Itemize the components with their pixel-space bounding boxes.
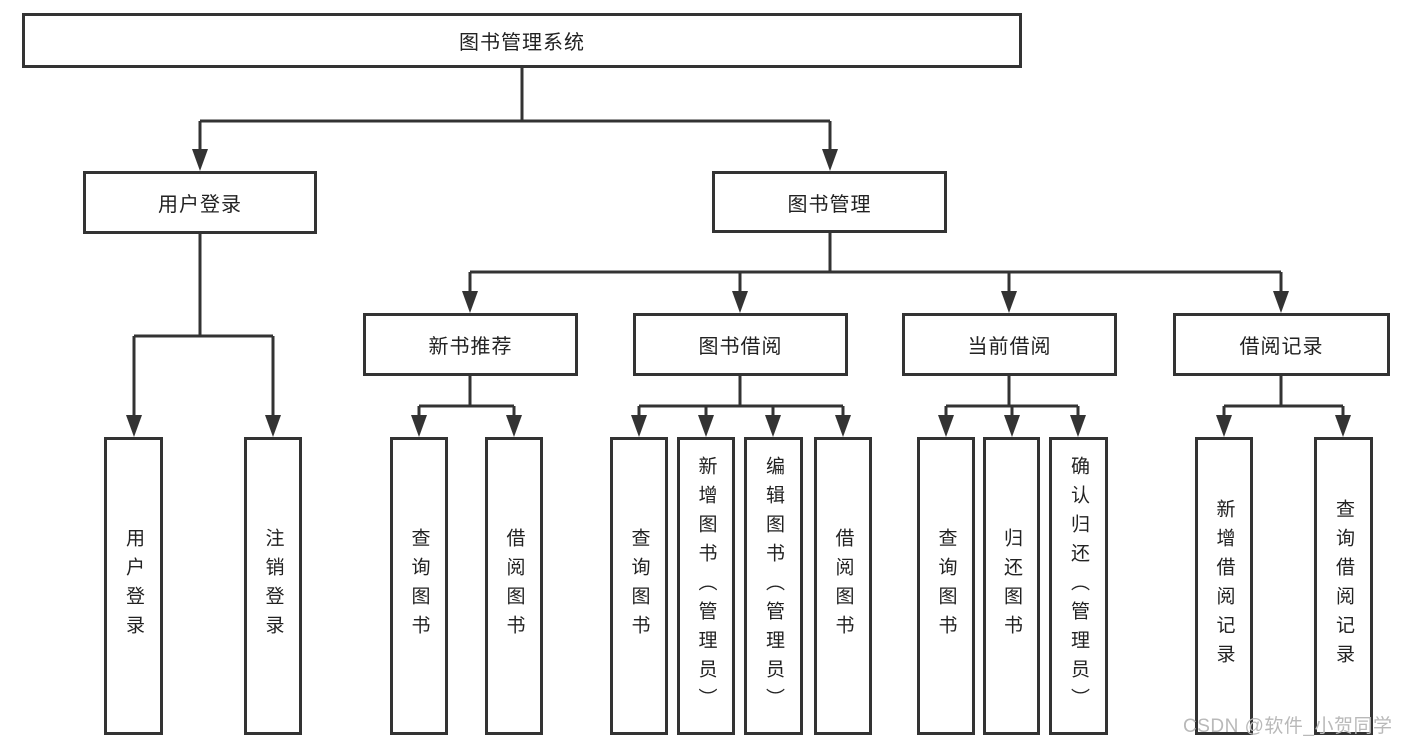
leaf-user-login: 用户登录 [104, 437, 163, 735]
node-book-management: 图书管理 [712, 171, 947, 233]
leaf-query-book-borrow: 查询图书 [610, 437, 668, 735]
node-borrow-record-label: 借阅记录 [1239, 336, 1324, 358]
csdn-watermark: CSDN @软件_小贺同学 [1183, 716, 1393, 737]
node-borrow-record: 借阅记录 [1173, 313, 1390, 376]
node-book-borrow: 图书借阅 [633, 313, 848, 376]
leaf-add-borrow-record: 新增借阅记录 [1195, 437, 1253, 735]
leaf-query-borrow-record-label: 查询借阅记录 [1333, 499, 1354, 673]
node-current-borrow: 当前借阅 [902, 313, 1117, 376]
leaf-query-book-current: 查询图书 [917, 437, 975, 735]
leaf-query-book-recommend: 查询图书 [390, 437, 448, 735]
leaf-confirm-return-admin-label: 确认归还（管理员） [1068, 455, 1089, 717]
node-root-label: 图书管理系统 [459, 32, 585, 54]
node-new-book-recommend-label: 新书推荐 [428, 336, 513, 358]
node-current-borrow-label: 当前借阅 [967, 336, 1052, 358]
leaf-return-book-label: 归还图书 [1001, 528, 1022, 644]
leaf-logout: 注销登录 [244, 437, 302, 735]
leaf-confirm-return-admin: 确认归还（管理员） [1049, 437, 1108, 735]
node-new-book-recommend: 新书推荐 [363, 313, 578, 376]
leaf-query-book-borrow-label: 查询图书 [628, 528, 650, 644]
node-user-login-label: 用户登录 [158, 194, 242, 216]
leaf-borrow-book-label: 借阅图书 [832, 528, 854, 644]
leaf-edit-book-admin: 编辑图书（管理员） [744, 437, 803, 735]
leaf-query-borrow-record: 查询借阅记录 [1314, 437, 1373, 735]
leaf-add-book-admin: 新增图书（管理员） [677, 437, 735, 735]
leaf-borrow-book: 借阅图书 [814, 437, 872, 735]
leaf-query-book-current-label: 查询图书 [935, 528, 957, 644]
leaf-edit-book-admin-label: 编辑图书（管理员） [763, 455, 784, 717]
leaf-return-book: 归还图书 [983, 437, 1040, 735]
leaf-user-login-label: 用户登录 [123, 528, 144, 644]
node-book-management-label: 图书管理 [787, 193, 872, 216]
node-user-login: 用户登录 [83, 171, 317, 234]
node-book-borrow-label: 图书借阅 [698, 336, 783, 358]
leaf-borrow-book-recommend: 借阅图书 [485, 437, 543, 735]
leaf-add-book-admin-label: 新增图书（管理员） [695, 455, 717, 717]
node-root: 图书管理系统 [22, 13, 1022, 68]
leaf-borrow-book-recommend-label: 借阅图书 [503, 528, 525, 644]
leaf-add-borrow-record-label: 新增借阅记录 [1213, 499, 1235, 673]
leaf-logout-label: 注销登录 [262, 528, 284, 644]
leaf-query-book-recommend-label: 查询图书 [408, 528, 430, 644]
